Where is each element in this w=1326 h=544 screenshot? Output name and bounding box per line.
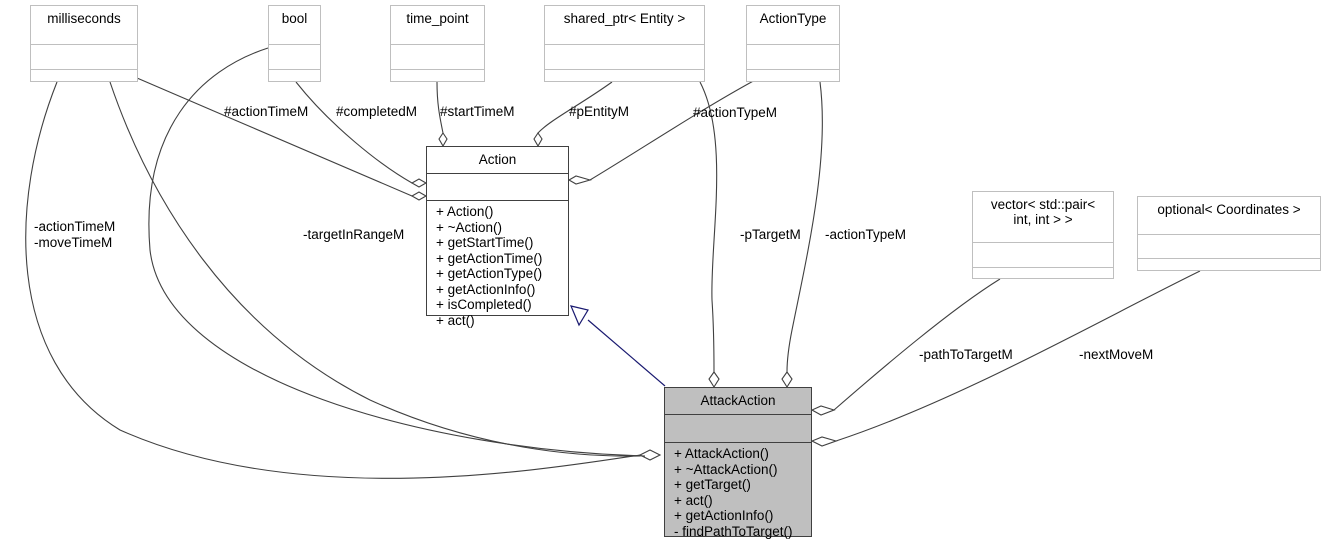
class-box-vector-pair-int-int[interactable]: vector< std::pair< int, int > >: [972, 191, 1114, 279]
class-box-optional-coordinates[interactable]: optional< Coordinates >: [1137, 196, 1321, 271]
edge-actionTimeM-to-action: [136, 77, 413, 197]
method-item: + act(): [436, 312, 475, 328]
method-item: + getActionInfo(): [436, 281, 536, 297]
class-attrs-shared-ptr-entity: [545, 45, 704, 70]
class-methods-shared-ptr-entity: [545, 70, 704, 81]
diamond-actionTimeM-action: [410, 191, 428, 201]
diamond-pTargetM-attackaction: [708, 371, 720, 389]
class-methods-actiontype: [747, 70, 839, 81]
class-box-time-point[interactable]: time_point: [390, 5, 485, 82]
diamond-pathToTargetM-attackaction: [810, 405, 836, 416]
edge-inheritance-attackaction-action: [587, 319, 666, 387]
class-title-actiontype: ActionType: [747, 6, 839, 45]
method-item: + ~AttackAction(): [674, 461, 778, 477]
edge-pathToTargetM-to-attackaction: [833, 278, 1001, 411]
class-methods-optional-coordinates: [1138, 259, 1320, 270]
method-item: + Action(): [436, 204, 494, 219]
edge-label-actionTimeM-moveTimeM: -actionTimeM -moveTimeM: [34, 219, 116, 250]
method-item: + getTarget(): [674, 477, 751, 492]
class-box-bool[interactable]: bool: [268, 5, 321, 82]
edge-pTargetM-to-attackaction: [699, 81, 718, 373]
class-methods-bool: [269, 70, 320, 81]
edge-actionTypeM-to-action: [589, 78, 758, 181]
class-attrs-action: [427, 174, 568, 201]
class-attrs-optional-coordinates: [1138, 235, 1320, 259]
diamond-startTimeM-action: [438, 132, 448, 148]
method-item: + getActionInfo(): [674, 508, 774, 523]
edge-label-actionTypeM-top: #actionTypeM: [693, 105, 778, 120]
method-item: + isCompleted(): [436, 297, 532, 312]
class-attrs-milliseconds: [31, 45, 137, 70]
method-item: + getActionTime(): [436, 250, 543, 266]
class-methods-attackaction: + AttackAction() + ~AttackAction() + get…: [665, 443, 811, 543]
arrow-inheritance-triangle: [569, 305, 589, 327]
diamond-milliseconds-attackaction: [638, 449, 662, 461]
edge-label-targetInRangeM: -targetInRangeM: [303, 227, 405, 242]
diamond-nextMoveM-attackaction: [810, 436, 838, 447]
diamond-actionTypeM-action: [567, 175, 593, 185]
class-title-time-point: time_point: [391, 6, 484, 45]
diamond-actionTypeM-attackaction: [781, 371, 793, 389]
class-attrs-time-point: [391, 45, 484, 70]
class-title-bool: bool: [269, 6, 320, 45]
diamond-completedM-action: [410, 178, 428, 188]
method-item: + AttackAction(): [674, 446, 769, 461]
class-box-actiontype[interactable]: ActionType: [746, 5, 840, 82]
edge-label-pathToTargetM: -pathToTargetM: [919, 347, 1013, 362]
method-item: + getStartTime(): [436, 235, 534, 250]
method-item: + getActionType(): [436, 266, 543, 281]
class-methods-vector-pair-int-int: [973, 268, 1113, 278]
class-title-optional-coordinates: optional< Coordinates >: [1138, 197, 1320, 235]
class-attrs-bool: [269, 45, 320, 70]
diamond-pEntityM-action: [533, 132, 543, 148]
edge-label-actionTimeM-top: #actionTimeM: [224, 104, 309, 119]
class-title-shared-ptr-entity: shared_ptr< Entity >: [545, 6, 704, 45]
edge-label-startTimeM: #startTimeM: [440, 104, 515, 119]
class-box-action[interactable]: Action + Action() + ~Action() + getStart…: [426, 146, 569, 328]
class-title-attackaction: AttackAction: [665, 388, 811, 415]
class-title-milliseconds: milliseconds: [31, 6, 137, 45]
edge-label-pTargetM: -pTargetM: [740, 227, 801, 242]
method-item: - findPathToTarget(): [674, 523, 793, 539]
class-box-shared-ptr-entity[interactable]: shared_ptr< Entity >: [544, 5, 705, 82]
class-attrs-attackaction: [665, 415, 811, 443]
class-attrs-vector-pair-int-int: [973, 243, 1113, 268]
edge-label-actionTypeM-right: -actionTypeM: [825, 227, 907, 242]
class-methods-action: + Action() + ~Action() + getStartTime() …: [427, 201, 568, 332]
method-item: + act(): [674, 492, 713, 508]
class-methods-time-point: [391, 70, 484, 81]
class-box-attackaction[interactable]: AttackAction + AttackAction() + ~AttackA…: [664, 387, 812, 539]
class-methods-milliseconds: [31, 70, 137, 81]
method-item: + ~Action(): [436, 219, 503, 235]
edge-completedM-to-action: [295, 81, 413, 184]
class-box-milliseconds[interactable]: milliseconds: [30, 5, 138, 82]
edge-label-completedM: #completedM: [336, 104, 418, 119]
class-title-action: Action: [427, 147, 568, 174]
class-title-vector-pair-int-int: vector< std::pair< int, int > >: [973, 192, 1113, 243]
edge-label-pEntityM: #pEntityM: [569, 104, 630, 119]
edge-label-nextMoveM: -nextMoveM: [1079, 347, 1154, 362]
class-attrs-actiontype: [747, 45, 839, 70]
